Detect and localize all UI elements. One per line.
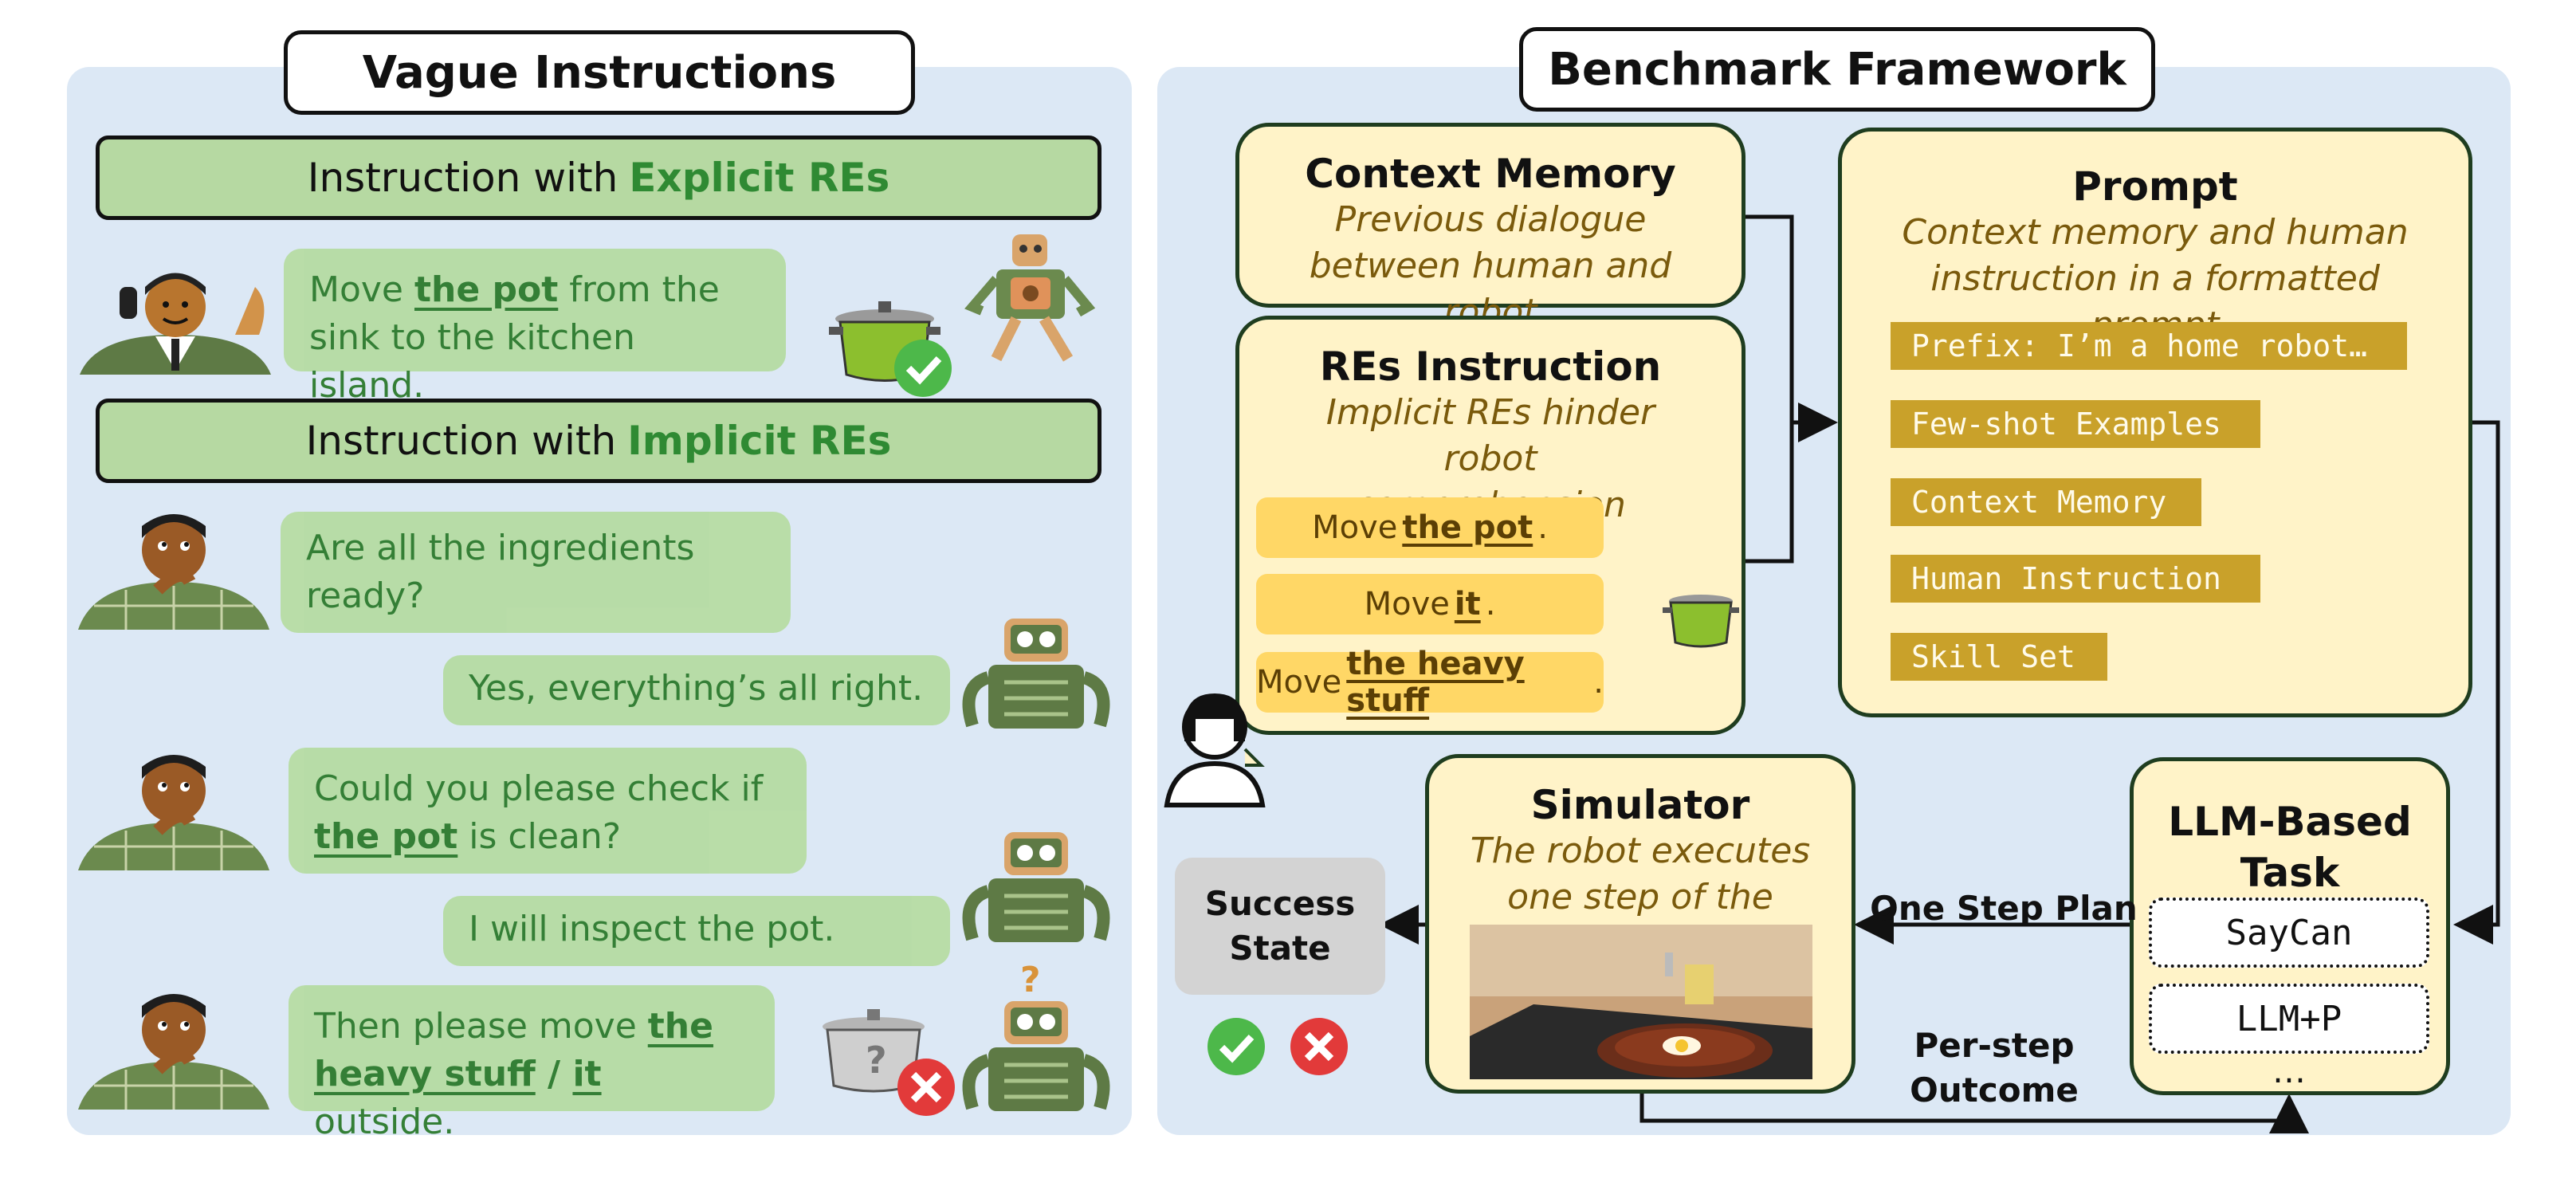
- human-thinking-icon: [78, 994, 269, 1110]
- vague-instructions-title: Vague Instructions: [284, 30, 915, 115]
- svg-text:?: ?: [866, 1039, 887, 1082]
- chip-text: .: [1537, 509, 1548, 546]
- explicit-instruction-bubble: Move the pot from the sink to the kitche…: [284, 249, 786, 406]
- check-pot-bubble: Could you please check if the pot is cle…: [289, 748, 807, 874]
- planner-llm-p: LLM+P: [2149, 984, 2429, 1054]
- context-memory-title: Context Memory: [1305, 151, 1676, 197]
- human-thinking-icon: [78, 755, 269, 870]
- chip-text: Move: [1256, 664, 1342, 701]
- bubble-text: Move: [309, 269, 414, 310]
- chip-re: the heavy stuff: [1346, 646, 1525, 719]
- chip-text: Move: [1364, 586, 1450, 623]
- prompt-item-prefix: Prefix: I’m a home robot…: [1891, 322, 2407, 370]
- human-phone-icon: [80, 273, 271, 375]
- context-memory-subtitle: Previous dialogue between human and robo…: [1309, 199, 1672, 332]
- svg-text:?: ?: [1020, 960, 1041, 1000]
- chip-text: .: [1485, 586, 1496, 623]
- bubble-text: Then please move: [314, 1006, 648, 1047]
- prompt-title: Prompt: [2072, 163, 2238, 210]
- robot-icon: [962, 832, 1110, 942]
- move-heavy-stuff-bubble: Then please move the heavy stuff / it ou…: [289, 985, 775, 1142]
- robot-icon: [962, 619, 1110, 729]
- planner-more: …: [2272, 1051, 2306, 1090]
- bubble-text: is clean?: [457, 816, 622, 857]
- speaker-human-icon: [1164, 693, 1266, 807]
- success-check-icon: [1208, 1018, 1265, 1075]
- chip-text: .: [1593, 664, 1604, 701]
- walking-robot-icon: [964, 234, 1096, 362]
- explicit-res-highlight: Explicit REs: [629, 155, 890, 201]
- prompt-item-few-shot: Few-shot Examples: [1891, 400, 2260, 448]
- context-memory-box: Context Memory Previous dialogue between…: [1235, 123, 1745, 332]
- prompt-item-context-memory: Context Memory: [1891, 478, 2201, 526]
- bubble-text: from the sink to the kitchen island.: [309, 269, 720, 406]
- chip-re: it: [1454, 586, 1481, 623]
- bubble-separator: /: [535, 1054, 573, 1094]
- re-chip-it: Move it.: [1256, 574, 1604, 634]
- implicit-res-header: Instruction with Implicit REs: [96, 399, 1101, 483]
- failure-cross-icon: [1290, 1018, 1348, 1075]
- bubble-text: Could you please check if: [314, 768, 764, 809]
- re-chip-heavy-stuff: Move the heavy stuff.: [1256, 646, 1604, 719]
- bubble-text: outside.: [314, 1102, 455, 1142]
- prompt-item-skill-set: Skill Set: [1891, 633, 2107, 681]
- confused-robot-icon: ?: [962, 960, 1110, 1111]
- success-state-box: Success State: [1175, 858, 1385, 995]
- explicit-res-header: Instruction with Explicit REs: [96, 136, 1101, 220]
- pot-question-cross-icon: ?: [823, 1009, 955, 1116]
- implicit-res-prefix: Instruction with: [305, 418, 617, 464]
- prompt-item-human-instruction: Human Instruction: [1891, 555, 2260, 603]
- implicit-res-highlight: Implicit REs: [627, 418, 892, 464]
- success-state-label: Success State: [1204, 884, 1356, 968]
- simulator-kitchen-image: [1470, 925, 1812, 1079]
- pot-check-icon: [829, 301, 952, 397]
- referring-expression-pot: the pot: [314, 816, 458, 857]
- chip-re: the pot: [1402, 509, 1533, 546]
- one-step-plan-label: One Step Plan: [1870, 889, 2138, 928]
- simulator-title: Simulator: [1530, 782, 1750, 828]
- robot-reply-bubble: Yes, everything’s all right.: [443, 655, 950, 725]
- target-pot-icon: [1663, 595, 1739, 648]
- bubble-text: Are all the ingredients ready?: [306, 528, 695, 616]
- inspect-pot-bubble: I will inspect the pot.: [443, 896, 950, 966]
- explicit-res-prefix: Instruction with: [307, 155, 618, 201]
- bubble-text: Yes, everything’s all right.: [469, 668, 924, 709]
- re-chip-the-pot: Move the pot.: [1256, 497, 1604, 558]
- implicit-bubble-question: Are all the ingredients ready?: [281, 512, 791, 633]
- benchmark-framework-title: Benchmark Framework: [1519, 27, 2155, 112]
- chip-text: Move: [1312, 509, 1398, 546]
- human-thinking-icon: [78, 514, 269, 630]
- prompt-subtitle: Context memory and human instruction in …: [1902, 212, 2409, 345]
- planner-saycan: SayCan: [2149, 898, 2429, 968]
- referring-expression-pot: the pot: [414, 269, 559, 310]
- referring-expression-heavy-stuff: the heavy stuff: [314, 1006, 713, 1094]
- res-instruction-title: REs Instruction: [1319, 344, 1662, 390]
- bubble-text: I will inspect the pot.: [469, 909, 835, 949]
- referring-expression-it: it: [572, 1054, 602, 1094]
- per-step-outcome-label: Per-step Outcome: [1910, 1026, 2079, 1110]
